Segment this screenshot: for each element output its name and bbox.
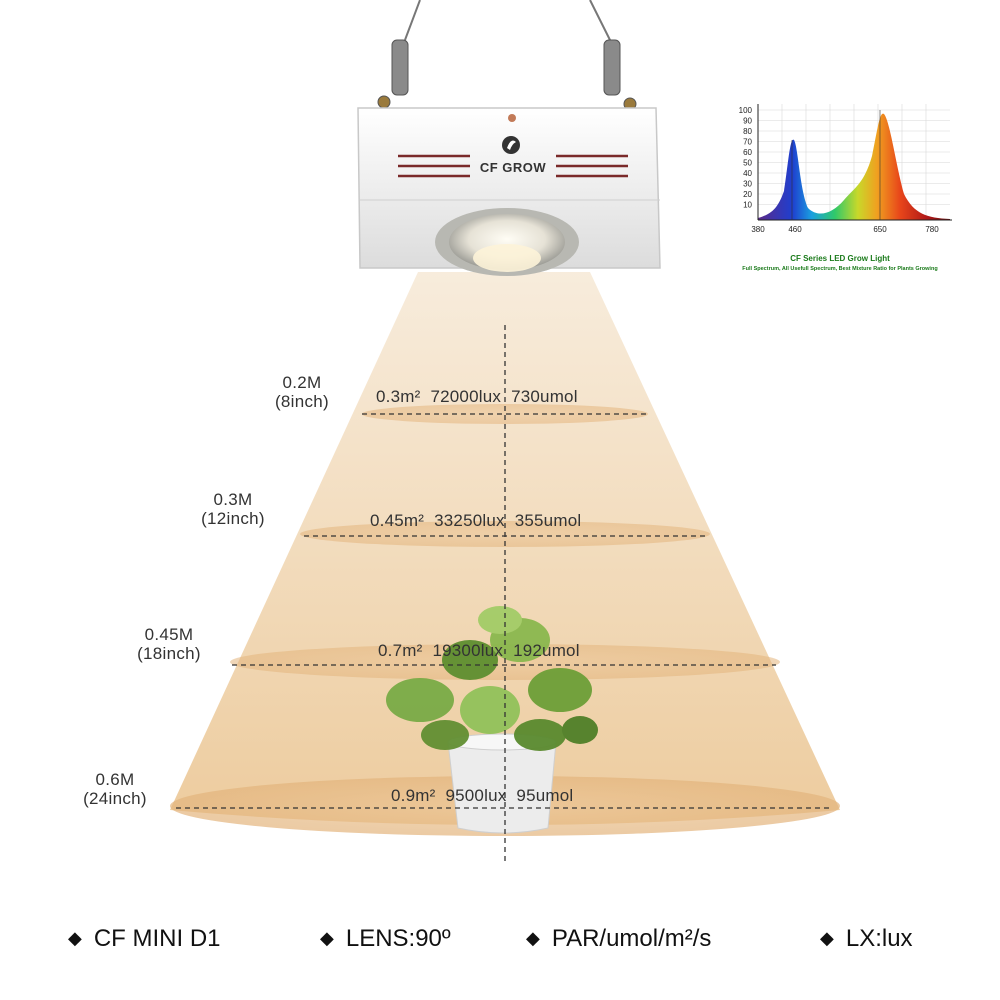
x-tick: 380 bbox=[751, 225, 765, 234]
par-value: 192umol bbox=[513, 641, 580, 660]
level-stats-1: 0.3m² 72000lux 730umol bbox=[376, 387, 588, 407]
level-stats-3: 0.7m² 19300lux 192umol bbox=[378, 641, 590, 661]
spectrum-title: CF Series LED Grow Light bbox=[790, 254, 890, 263]
height-in: (18inch) bbox=[137, 644, 201, 663]
fixture-housing bbox=[357, 107, 661, 269]
x-tick: 460 bbox=[788, 225, 802, 234]
spec-par: ◆ PAR/umol/m²/s bbox=[526, 925, 711, 953]
area-value: 0.3m² bbox=[376, 387, 421, 406]
y-tick: 40 bbox=[743, 169, 752, 178]
spectrum-x-ticks: 380 460 650 780 bbox=[751, 225, 939, 234]
area-value: 0.7m² bbox=[378, 641, 423, 660]
level-stats-2: 0.45m² 33250lux 355umol bbox=[370, 511, 591, 531]
vent-slots bbox=[398, 154, 628, 178]
y-tick: 100 bbox=[739, 106, 753, 115]
spec-model: ◆ CF MINI D1 bbox=[68, 925, 221, 953]
spec-text: PAR/umol/m²/s bbox=[551, 925, 712, 952]
level-stats-4: 0.9m² 9500lux 95umol bbox=[391, 786, 583, 806]
height-m: 0.2M bbox=[282, 373, 322, 392]
guide-lines bbox=[176, 325, 832, 865]
x-tick: 650 bbox=[873, 225, 887, 234]
hanger-clips bbox=[377, 39, 637, 111]
area-value: 0.45m² bbox=[370, 511, 425, 530]
y-tick: 20 bbox=[743, 190, 752, 199]
height-label-2: 0.3M (12inch) bbox=[188, 490, 278, 528]
lux-value: 9500lux bbox=[445, 786, 507, 805]
height-label-1: 0.2M (8inch) bbox=[262, 373, 342, 411]
y-tick: 80 bbox=[743, 127, 752, 136]
height-in: (8inch) bbox=[274, 392, 330, 411]
spectrum-chart: 100 90 80 70 60 50 40 30 20 10 380 460 6… bbox=[739, 104, 952, 234]
y-tick: 50 bbox=[743, 159, 752, 168]
indicator-led bbox=[508, 114, 516, 122]
spectrum-subtitle: Full Spectrum, All Usefull Spectrum, Bes… bbox=[742, 266, 938, 272]
diamond-icon: ◆ bbox=[320, 928, 334, 948]
brand-logo-icon bbox=[502, 136, 520, 154]
height-label-4: 0.6M (24inch) bbox=[70, 770, 160, 808]
y-tick: 70 bbox=[743, 138, 752, 147]
diamond-icon: ◆ bbox=[820, 928, 834, 948]
height-label-3: 0.45M (18inch) bbox=[124, 625, 214, 663]
spectrum-grid bbox=[758, 104, 950, 220]
y-tick: 90 bbox=[743, 117, 752, 126]
lux-value: 72000lux bbox=[430, 387, 502, 406]
level-ellipse-1 bbox=[362, 404, 648, 424]
par-value: 95umol bbox=[516, 786, 574, 805]
spectrum-y-ticks: 100 90 80 70 60 50 40 30 20 10 bbox=[739, 106, 753, 210]
hanging-cables bbox=[404, 0, 611, 41]
height-m: 0.45M bbox=[144, 625, 194, 644]
height-in: (24inch) bbox=[83, 789, 147, 808]
diamond-icon: ◆ bbox=[526, 928, 540, 948]
spec-text: LENS:90º bbox=[345, 925, 451, 952]
spec-footer: ◆ CF MINI D1 ◆ LENS:90º ◆ PAR/umol/m²/s ◆ LX… bbox=[60, 925, 960, 955]
spec-text: CF MINI D1 bbox=[93, 925, 221, 952]
spec-lens: ◆ LENS:90º bbox=[320, 925, 451, 953]
y-tick: 10 bbox=[743, 201, 752, 210]
lux-value: 19300lux bbox=[432, 641, 504, 660]
spectrum-curve bbox=[758, 113, 950, 220]
height-m: 0.6M bbox=[95, 770, 135, 789]
par-value: 355umol bbox=[514, 511, 582, 530]
area-value: 0.9m² bbox=[391, 786, 436, 805]
brand-label: CF GROW bbox=[479, 160, 547, 175]
light-cone bbox=[170, 272, 840, 825]
spec-lux: ◆ LX:lux bbox=[820, 925, 913, 953]
height-in: (12inch) bbox=[201, 509, 265, 528]
diamond-icon: ◆ bbox=[68, 928, 82, 948]
lux-value: 33250lux bbox=[434, 511, 505, 530]
height-m: 0.3M bbox=[213, 490, 253, 509]
y-tick: 60 bbox=[743, 148, 752, 157]
x-tick: 780 bbox=[925, 225, 939, 234]
spec-text: LX:lux bbox=[845, 925, 913, 952]
y-tick: 30 bbox=[743, 180, 752, 189]
par-value: 730umol bbox=[511, 387, 578, 406]
